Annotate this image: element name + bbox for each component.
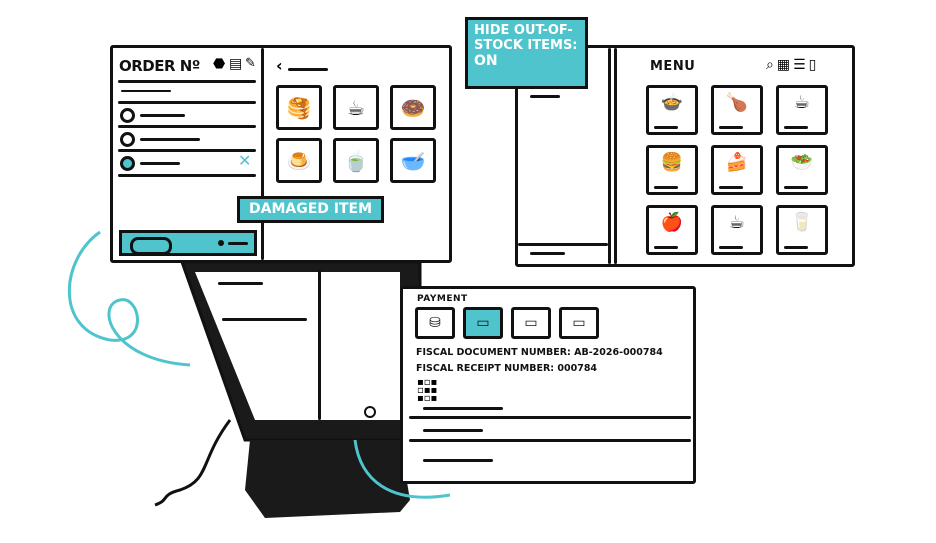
menu-item-label — [654, 246, 678, 249]
divider — [118, 174, 256, 177]
total-text — [228, 242, 248, 245]
menu-tile[interactable]: 🍗 — [711, 85, 763, 135]
menu-item-icon: 🍗 — [725, 92, 749, 113]
radio-button[interactable] — [120, 108, 135, 123]
product-tile[interactable]: 🥞 — [276, 85, 322, 130]
payment-method-card-icon[interactable]: ▭ — [463, 307, 503, 339]
menu-title: MENU — [650, 59, 696, 74]
order-line-damaged[interactable]: ✕ — [120, 151, 255, 173]
menu-item-label — [654, 126, 678, 129]
chevron-left-icon[interactable]: ‹ — [276, 56, 283, 75]
payment-method-card-icon[interactable]: ▭ — [559, 307, 599, 339]
menu-item-label — [719, 126, 743, 129]
divider — [409, 416, 691, 419]
product-tile[interactable]: 🍮 — [276, 138, 322, 183]
order-line[interactable] — [120, 129, 255, 149]
payment-title: PAYMENT — [417, 294, 468, 304]
menu-item-icon: 🥗 — [790, 152, 814, 173]
menu-item-icon: ☕ — [793, 92, 811, 113]
menu-item-label — [784, 126, 808, 129]
menu-item-label — [719, 246, 743, 249]
divider — [409, 439, 691, 442]
panel-divider — [608, 48, 611, 264]
menu-item-label — [784, 186, 808, 189]
menu-item-icon: 🍎 — [660, 212, 684, 233]
menu-item-icon: ☕ — [728, 212, 746, 233]
menu-item-label — [784, 246, 808, 249]
hide-out-of-stock-callout: HIDE OUT-OF-STOCK ITEMS: ON — [465, 17, 588, 89]
menu-tile[interactable]: 🍔 — [646, 145, 698, 195]
pencil-icon[interactable]: ✎ — [245, 56, 256, 71]
screen-divider — [222, 318, 307, 321]
menu-tile[interactable]: ☕ — [711, 205, 763, 255]
cable — [154, 419, 232, 507]
menu-item-icon: 🍲 — [660, 92, 684, 113]
divider — [118, 149, 256, 152]
item-text — [140, 162, 180, 165]
menu-tile[interactable]: 🥗 — [776, 145, 828, 195]
close-icon[interactable]: ✕ — [238, 151, 252, 170]
divider — [118, 101, 256, 104]
receipt-text — [423, 459, 493, 462]
menu-item-label — [654, 186, 678, 189]
qr-icon[interactable]: ▦ — [776, 57, 794, 73]
fiscal-receipt-number: FISCAL RECEIPT NUMBER: 000784 — [416, 363, 598, 374]
receipt-icon[interactable]: ▤ — [229, 56, 243, 72]
callout-label: HIDE OUT-OF-STOCK ITEMS: — [474, 23, 578, 53]
fiscal-document-number: FISCAL DOCUMENT NUMBER: AB-2026-000784 — [416, 347, 663, 358]
radio-button[interactable] — [120, 132, 135, 147]
monitor-stand — [245, 440, 410, 518]
menu-tile[interactable]: 🍰 — [711, 145, 763, 195]
panel-divider — [614, 48, 617, 264]
monitor-screen — [195, 272, 400, 420]
product-tile[interactable]: ☕ — [333, 85, 379, 130]
item-text — [140, 114, 185, 117]
receipt-text — [423, 407, 503, 410]
checkout-bar[interactable] — [119, 230, 257, 256]
sidebar-text — [530, 95, 560, 98]
divider — [518, 243, 608, 246]
screen-divider — [318, 270, 321, 420]
qr-code-icon: ▪▫▪▫▪▪▪▫▪ — [417, 377, 438, 404]
search-icon[interactable]: ⌕ — [766, 57, 777, 73]
menu-item-icon: 🍰 — [725, 152, 749, 173]
pay-button[interactable] — [130, 237, 172, 255]
connector-curve — [353, 439, 451, 499]
toggle-state[interactable]: ON — [474, 53, 498, 69]
damaged-item-callout: DAMAGED ITEM — [237, 196, 384, 223]
monitor-button — [364, 406, 376, 418]
printer-icon[interactable]: ⬣ — [213, 56, 226, 72]
divider — [118, 80, 256, 83]
menu-toolbar: ⌕▦☰▯ — [766, 57, 819, 73]
customer-text — [121, 90, 171, 92]
order-line[interactable] — [120, 105, 255, 125]
radio-button-selected[interactable] — [120, 156, 135, 171]
trash-icon[interactable]: ▯ — [808, 57, 820, 73]
sidebar-text — [530, 252, 565, 255]
menu-tile[interactable]: 🍲 — [646, 85, 698, 135]
total-dot — [218, 240, 224, 246]
menu-tile[interactable]: 🥛 — [776, 205, 828, 255]
product-tile[interactable]: 🥣 — [390, 138, 436, 183]
menu-item-icon: 🥛 — [790, 212, 814, 233]
decorative-swirl — [67, 230, 191, 367]
receipt-text — [423, 429, 483, 432]
list-icon[interactable]: ☰ — [793, 57, 809, 73]
payment-screen: PAYMENT ⛁▭▭▭ FISCAL DOCUMENT NUMBER: AB-… — [400, 286, 696, 484]
category-text — [288, 68, 328, 71]
menu-tile[interactable]: 🍎 — [646, 205, 698, 255]
product-tile[interactable]: 🍵 — [333, 138, 379, 183]
menu-tile[interactable]: ☕ — [776, 85, 828, 135]
payment-method-card-icon[interactable]: ▭ — [511, 307, 551, 339]
order-title: ORDER Nº — [119, 57, 200, 75]
item-text — [140, 138, 200, 141]
panel-divider — [261, 48, 264, 260]
screen-text — [218, 282, 263, 285]
menu-item-label — [719, 186, 743, 189]
divider — [118, 125, 256, 128]
order-screen: ORDER Nº ⬣ ▤ ✎ ✕ ‹ 🥞☕🍩 🍮🍵🥣 — [110, 45, 452, 263]
product-tile[interactable]: 🍩 — [390, 85, 436, 130]
menu-item-icon: 🍔 — [660, 152, 684, 173]
payment-method-cash-icon[interactable]: ⛁ — [415, 307, 455, 339]
